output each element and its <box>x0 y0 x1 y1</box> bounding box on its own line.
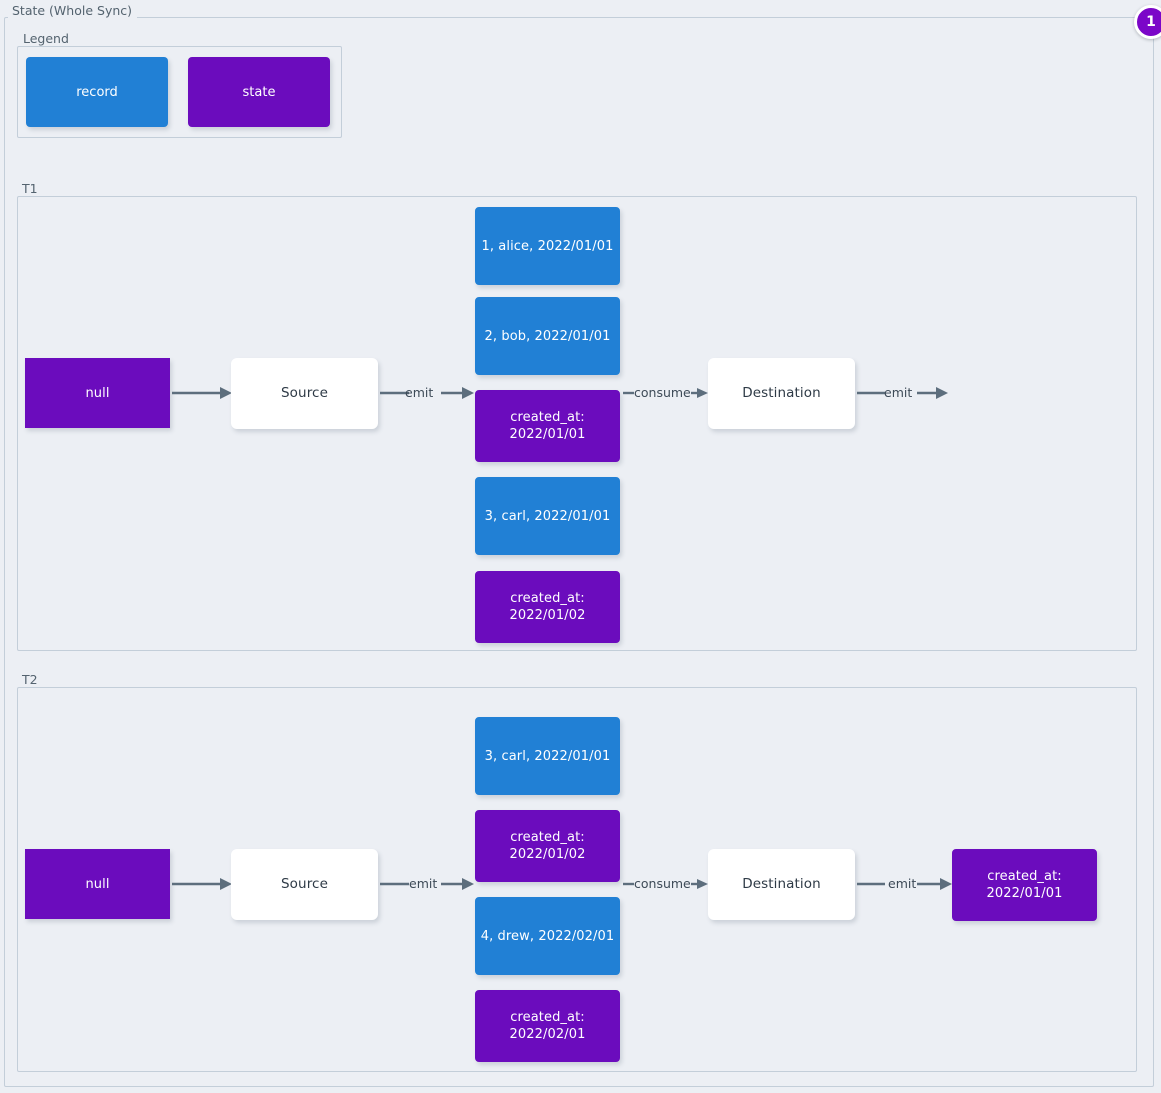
t1-stream-card-3-label: 3, carl, 2022/01/01 <box>484 508 611 524</box>
status-badge-count: 1 <box>1146 14 1156 30</box>
outer-frame <box>4 17 1154 1087</box>
t1-stream-card-0: 1, alice, 2022/01/01 <box>475 207 620 285</box>
t1-edge-label-emit-source: emit <box>405 385 434 400</box>
t1-stream-card-2-label: created_at: 2022/01/01 <box>509 410 586 442</box>
t2-destination-node: Destination <box>708 849 855 920</box>
group-frame-t1 <box>17 196 1137 651</box>
group-label-t1: T1 <box>18 182 43 196</box>
t2-destination-label: Destination <box>742 876 821 892</box>
group-label-t2: T2 <box>18 673 43 687</box>
t1-destination-label: Destination <box>742 385 821 401</box>
t1-stream-card-4: created_at: 2022/01/02 <box>475 571 620 643</box>
t2-stream-card-3-label: created_at: 2022/02/01 <box>509 1010 586 1042</box>
legend-label-record: record <box>76 84 118 100</box>
t1-stream-card-3: 3, carl, 2022/01/01 <box>475 477 620 555</box>
t1-source-node: Source <box>231 358 378 429</box>
t1-stream-card-4-label: created_at: 2022/01/02 <box>509 591 586 623</box>
t2-final-state-node: created_at: 2022/01/01 <box>952 849 1097 921</box>
legend-label-state: state <box>242 84 276 100</box>
t1-stream-card-2: created_at: 2022/01/01 <box>475 390 620 462</box>
t2-stream-card-0-label: 3, carl, 2022/01/01 <box>484 748 611 764</box>
t2-stream-card-2: 4, drew, 2022/02/01 <box>475 897 620 975</box>
t2-stream-card-0: 3, carl, 2022/01/01 <box>475 717 620 795</box>
legend-swatch-record: record <box>26 57 168 127</box>
t1-stream-card-1-label: 2, bob, 2022/01/01 <box>484 328 611 344</box>
legend-swatch-state: state <box>188 57 330 127</box>
t1-destination-node: Destination <box>708 358 855 429</box>
t2-source-label: Source <box>281 876 328 892</box>
legend-frame <box>17 46 342 138</box>
t2-stream-card-2-label: 4, drew, 2022/02/01 <box>480 928 615 944</box>
t1-edge-label-consume: consume <box>634 385 691 400</box>
t2-stream-card-1-label: created_at: 2022/01/02 <box>509 830 586 862</box>
t1-stream-card-1: 2, bob, 2022/01/01 <box>475 297 620 375</box>
t1-initial-state-label: null <box>85 385 110 401</box>
t2-final-state-label: created_at: 2022/01/01 <box>986 869 1063 901</box>
t2-edge-label-emit-destination: emit <box>888 876 917 891</box>
page-title: State (Whole Sync) <box>8 4 138 18</box>
t2-stream-card-1: created_at: 2022/01/02 <box>475 810 620 882</box>
legend-title: Legend <box>19 32 74 46</box>
t2-edge-label-consume: consume <box>634 876 691 891</box>
status-badge[interactable]: 1 <box>1134 5 1161 39</box>
t2-source-node: Source <box>231 849 378 920</box>
t1-edge-label-emit-destination: emit <box>884 385 913 400</box>
group-frame-t2 <box>17 687 1137 1072</box>
t1-initial-state-node: null <box>25 358 170 428</box>
t1-source-label: Source <box>281 385 328 401</box>
t1-stream-card-0-label: 1, alice, 2022/01/01 <box>481 238 614 254</box>
t2-edge-label-emit-source: emit <box>409 876 438 891</box>
t2-initial-state-label: null <box>85 876 110 892</box>
t2-initial-state-node: null <box>25 849 170 919</box>
t2-stream-card-3: created_at: 2022/02/01 <box>475 990 620 1062</box>
